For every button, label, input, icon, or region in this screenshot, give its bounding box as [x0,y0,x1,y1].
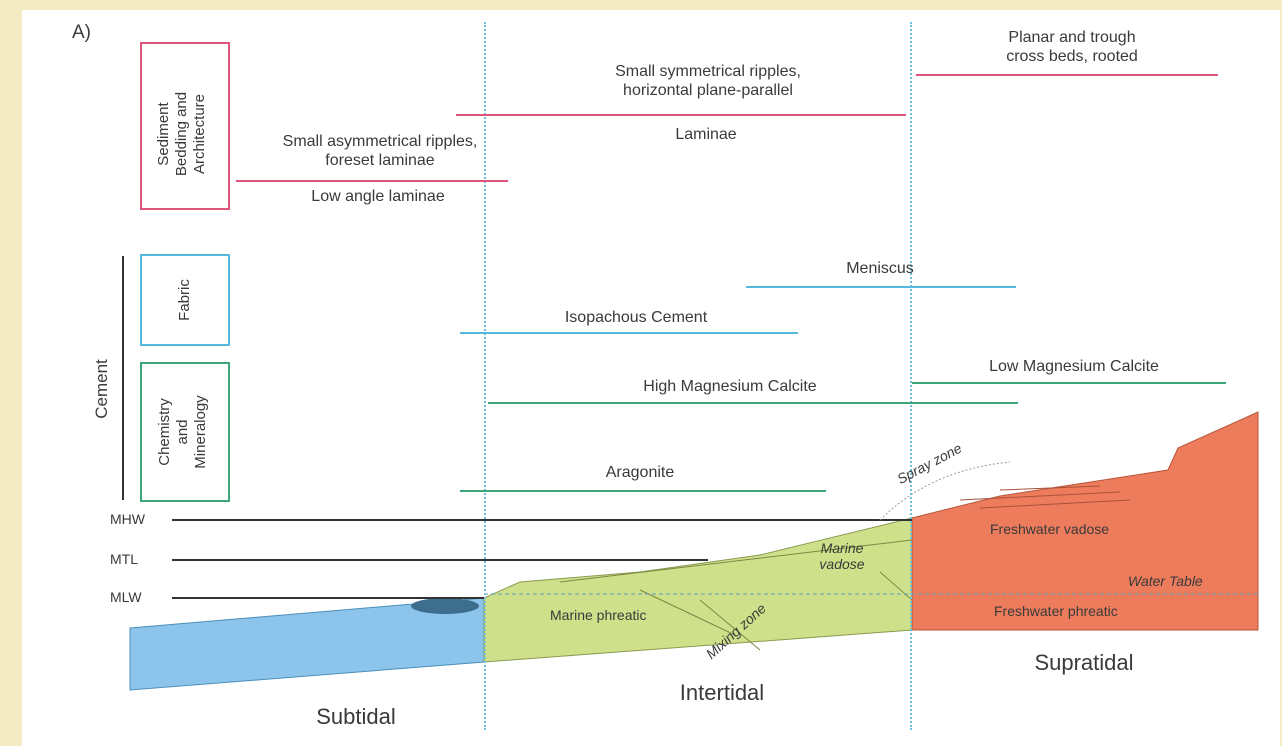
subtidal-sediment-top-line-1: Small asymmetrical ripples, [283,132,478,151]
marine-phreatic-label: Marine phreatic [550,607,647,623]
aragonite-line [460,490,826,492]
seagrass-mark [411,598,479,614]
isopachous-label: Isopachous Cement [565,309,707,327]
subtidal-label: Subtidal [316,704,396,730]
subtidal-sediment-top-line-2: foreset laminae [283,151,478,170]
sediment-label-line-2: Bedding and [173,54,191,214]
freshwater-phreatic-label: Freshwater phreatic [994,603,1118,619]
sediment-label-line-1: Sediment [155,54,173,214]
meniscus-line [746,286,1016,288]
low-mg-calcite-label: Low Magnesium Calcite [989,358,1159,376]
intertidal-sediment-top-line-1: Small symmetrical ripples, [615,62,801,81]
fabric-category-label: Fabric [175,260,195,340]
mlw-label: MLW [110,589,142,605]
subtidal-intertidal-boundary [484,22,486,730]
supratidal-sediment-top-label: Planar and trough cross beds, rooted [1006,28,1138,66]
cement-label: Cement [91,349,113,429]
low-mg-calcite-line [912,382,1226,384]
intertidal-supratidal-boundary [910,22,912,730]
high-mg-calcite-label: High Magnesium Calcite [643,378,816,396]
chemistry-label-line-1: Chemistry [156,362,174,502]
intertidal-label: Intertidal [680,680,764,706]
mtl-label: MTL [110,551,138,567]
subtidal-sediment-line [236,180,508,182]
supratidal-sediment-top-line-1: Planar and trough [1006,28,1138,47]
marine-vadose-line-1: Marine [819,540,864,556]
freshwater-vadose-label: Freshwater vadose [990,521,1109,537]
isopachous-line [460,332,798,334]
cement-bracket-line [122,256,124,500]
intertidal-sediment-bottom-label: Laminae [675,126,736,144]
high-mg-calcite-line [488,402,1018,404]
supratidal-sediment-top-line-2: cross beds, rooted [1006,47,1138,66]
sediment-category-label: Sediment Bedding and Architecture [155,54,215,214]
subtidal-sediment-top-label: Small asymmetrical ripples, foreset lami… [283,132,478,170]
subtidal-sediment-bottom-label: Low angle laminae [311,188,444,206]
marine-vadose-line-2: vadose [819,556,864,572]
supratidal-label: Supratidal [1034,650,1133,676]
water-table-label: Water Table [1128,573,1203,589]
sediment-label-line-3: Architecture [191,54,209,214]
mhw-label: MHW [110,511,145,527]
intertidal-sediment-top-line-2: horizontal plane-parallel [615,81,801,100]
aragonite-label: Aragonite [606,464,675,482]
marine-vadose-label: Marine vadose [819,540,864,572]
intertidal-sediment-top-label: Small symmetrical ripples, horizontal pl… [615,62,801,100]
supratidal-sediment-line [916,74,1218,76]
panel-label: A) [72,22,91,44]
intertidal-sediment-line [456,114,906,116]
meniscus-label: Meniscus [846,260,914,278]
chemistry-category-label: Chemistry and Mineralogy [156,362,214,502]
chemistry-label-line-2: and [174,362,192,502]
chemistry-label-line-3: Mineralogy [192,362,210,502]
